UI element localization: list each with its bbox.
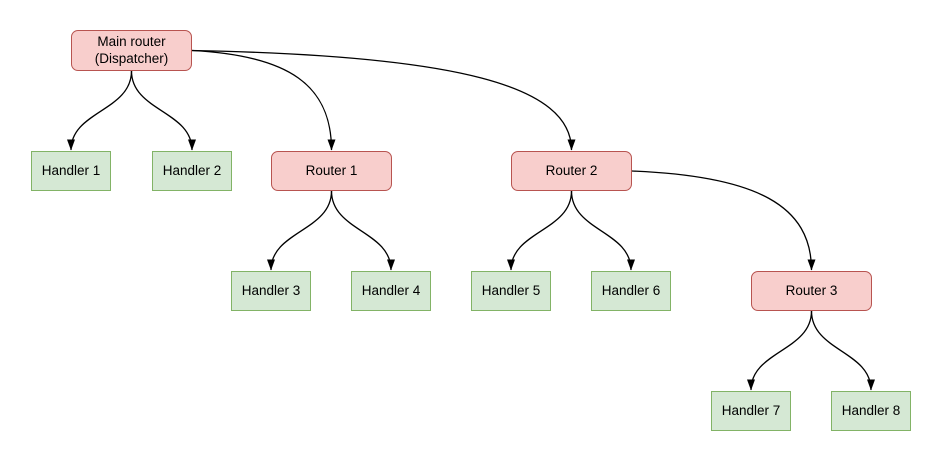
node-label: Handler 8 [841,402,901,418]
edge-router2-handler5 [507,190,573,271]
edge-router1-handler4 [330,190,395,271]
node-handler6: Handler 6 [591,271,671,311]
node-router1: Router 1 [271,151,392,191]
edge-main-handler1 [67,70,133,151]
node-handler5: Handler 5 [471,271,551,311]
node-handler4: Handler 4 [351,271,431,311]
node-label: Handler 1 [41,162,101,178]
edge-main-handler2 [130,70,196,151]
node-label: Handler 4 [361,282,421,298]
node-handler3: Handler 3 [231,271,311,311]
node-label: Handler 2 [162,162,222,178]
node-label: Router 2 [545,162,598,178]
node-label: Main router (Dispatcher) [94,33,169,66]
node-label: Handler 7 [721,402,781,418]
node-label: Handler 3 [241,282,301,298]
edge-router1-handler3 [267,190,333,271]
node-handler1: Handler 1 [31,151,111,191]
node-handler7: Handler 7 [711,391,791,431]
node-label: Router 1 [305,162,358,178]
node-label: Handler 5 [481,282,541,298]
edge-router2-router3 [631,170,816,271]
node-handler2: Handler 2 [152,151,232,191]
edge-main-router2 [191,49,576,151]
edge-router3-handler8 [810,310,875,391]
edge-main-router1 [191,49,336,151]
node-router2: Router 2 [511,151,632,191]
edge-router3-handler7 [747,310,813,391]
node-label: Router 3 [785,282,838,298]
edge-router2-handler6 [570,190,635,271]
node-handler8: Handler 8 [831,391,911,431]
node-label: Handler 6 [601,282,661,298]
node-router3: Router 3 [751,271,872,311]
node-main: Main router (Dispatcher) [71,30,192,71]
